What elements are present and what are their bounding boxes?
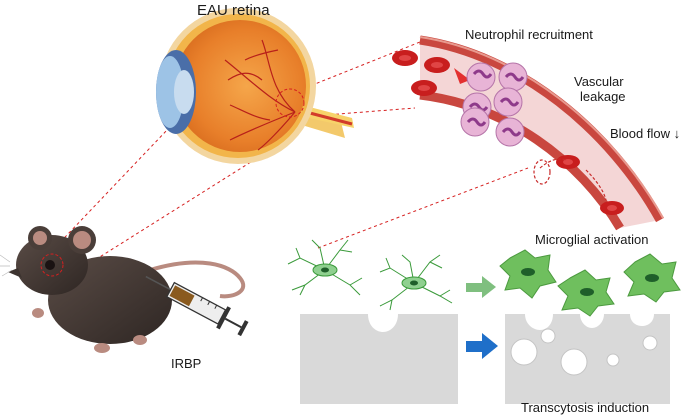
connector-vessel-brain (317, 167, 529, 249)
red-blood-cell-icon (424, 57, 450, 73)
neutrophil-icon (493, 87, 523, 117)
transcytosis-arrow-icon (466, 333, 498, 359)
irbp-label: IRBP (171, 356, 202, 371)
microglia-icon (623, 253, 681, 303)
microglia-icon (287, 239, 363, 296)
red-blood-cell-icon (600, 201, 624, 215)
connector-mouse-eye-bottom (59, 149, 271, 283)
neutrophil-icon (495, 117, 525, 147)
leakage-arrows (533, 158, 607, 201)
blood-flow-label: Blood flow ↓ (610, 126, 681, 141)
eye-icon (156, 8, 354, 164)
vascular-leakage-label-line1: Vascular (574, 74, 624, 89)
neutrophil-icon (466, 62, 496, 92)
endothelial-cell-icon (300, 314, 458, 404)
microglial-activation-label: Microglial activation (535, 232, 649, 247)
microglia-icon (557, 269, 615, 317)
connector-mouse-eye-top (47, 107, 189, 256)
flow-arrow-icon (454, 68, 470, 84)
red-blood-cell-icon (411, 80, 437, 96)
activation-arrow-icon (466, 276, 496, 298)
red-blood-cell-group (392, 50, 624, 215)
retina-zoom-circle (275, 88, 305, 118)
syringe-icon (145, 275, 249, 337)
microglia-resting-group (287, 239, 453, 311)
neutrophil-icon (460, 107, 490, 137)
microglia-icon (379, 254, 453, 311)
microglia-activated-group (499, 249, 681, 317)
neutrophil-recruitment-label: Neutrophil recruitment (465, 27, 593, 42)
red-blood-cell-icon (392, 50, 418, 66)
transcytosis-induction-label: Transcytosis induction (521, 400, 650, 415)
connector-eye-vessel-top (299, 41, 421, 91)
endothelial-cell-icon (505, 314, 670, 404)
red-blood-cell-icon (556, 155, 580, 169)
neutrophil-group (460, 62, 528, 147)
neutrophil-icon (498, 62, 528, 92)
microglia-icon (499, 249, 557, 299)
eau-retina-label: EAU retina (197, 2, 270, 19)
mouse-icon (0, 226, 246, 353)
vascular-leakage-label-line2: leakage (580, 89, 626, 104)
